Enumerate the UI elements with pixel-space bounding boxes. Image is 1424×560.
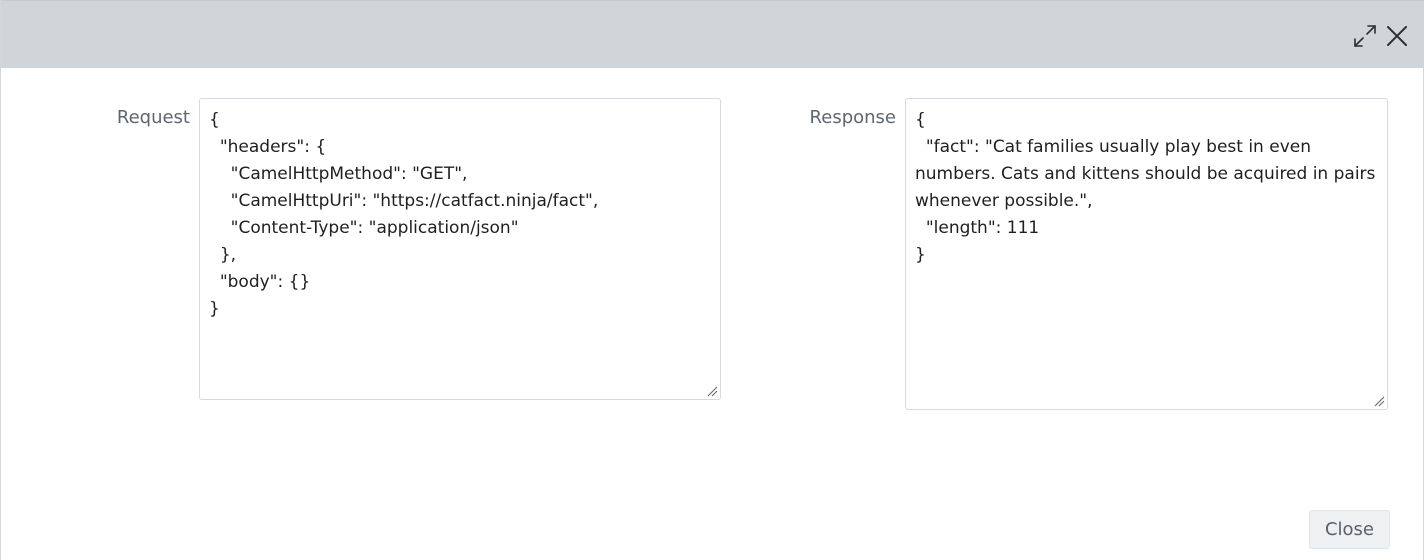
- close-dialog-button[interactable]: [1384, 23, 1410, 49]
- close-button[interactable]: Close: [1309, 510, 1390, 549]
- maximize-button[interactable]: [1352, 23, 1378, 49]
- resize-grip-icon[interactable]: [1373, 395, 1385, 407]
- response-textarea[interactable]: { "fact": "Cat families usually play bes…: [905, 98, 1388, 410]
- response-label: Response: [809, 107, 896, 128]
- close-x-icon: [1387, 26, 1407, 46]
- dialog-header: [1, 0, 1424, 68]
- expand-arrows-icon: [1354, 25, 1376, 47]
- resize-grip-icon[interactable]: [706, 385, 718, 397]
- request-textarea[interactable]: { "headers": { "CamelHttpMethod": "GET",…: [199, 98, 721, 400]
- request-label: Request: [116, 107, 190, 128]
